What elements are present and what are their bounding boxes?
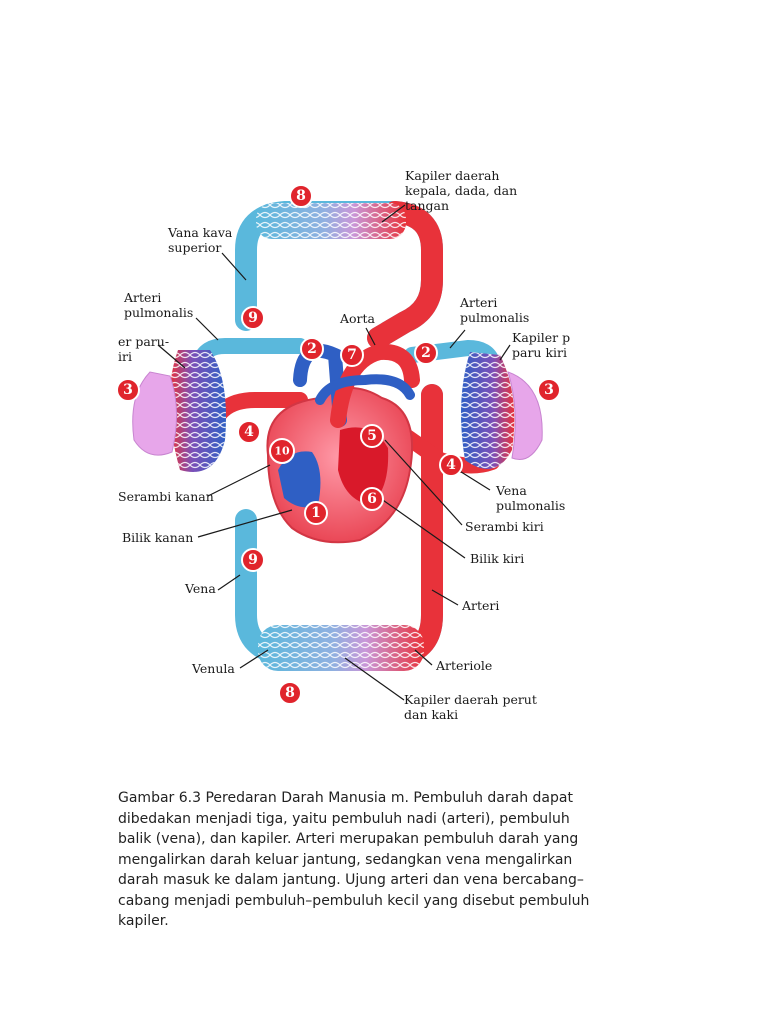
label-kapiler-paru-right: Kapiler p paru kiri — [512, 330, 574, 360]
marker-3-left: 3 — [116, 378, 140, 402]
marker-3-right: 3 — [537, 378, 561, 402]
label-bilik-kiri: Bilik kiri — [470, 551, 524, 566]
right-pulmonary-circuit — [382, 339, 543, 474]
label-arteri-pulmonalis-left: Arteri pulmonalis — [123, 290, 193, 320]
label-bilik-kanan: Bilik kanan — [122, 530, 193, 545]
label-vena: Vena — [184, 581, 216, 596]
svg-text:2: 2 — [421, 345, 431, 361]
circulatory-system-diagram: Kapiler daerah kepala, dada, dan tangan … — [116, 168, 574, 722]
marker-2-right: 2 — [414, 341, 438, 365]
svg-text:9: 9 — [248, 552, 258, 568]
label-serambi-kanan: Serambi kanan — [118, 489, 214, 504]
label-arteriole: Arteriole — [435, 658, 492, 673]
svg-text:9: 9 — [248, 310, 258, 326]
svg-text:8: 8 — [296, 188, 306, 204]
label-serambi-kiri: Serambi kiri — [465, 519, 544, 534]
marker-7: 7 — [340, 343, 364, 367]
marker-4-right: 4 — [439, 453, 463, 477]
left-pulmonary-circuit — [132, 338, 308, 472]
marker-8-top: 8 — [289, 184, 313, 208]
svg-text:6: 6 — [367, 491, 377, 507]
svg-text:3: 3 — [123, 382, 133, 398]
label-arteri-pulmonalis-right: Arteri pulmonalis — [459, 295, 529, 325]
upper-circulation-loop — [235, 201, 443, 349]
svg-text:1: 1 — [311, 505, 321, 521]
marker-6: 6 — [360, 487, 384, 511]
marker-8-bottom: 8 — [278, 681, 302, 705]
svg-text:4: 4 — [446, 457, 456, 473]
label-kapiler-paru-left: er paru- iri — [118, 334, 173, 364]
label-vena-pulmonalis: Vena pulmonalis — [495, 483, 565, 513]
marker-9-top: 9 — [241, 306, 265, 330]
svg-text:2: 2 — [307, 341, 317, 357]
svg-text:7: 7 — [347, 347, 357, 363]
svg-text:4: 4 — [244, 424, 254, 440]
figure-caption: Gambar 6.3 Peredaran Darah Manusia m. Pe… — [118, 790, 590, 929]
marker-10: 10 — [269, 438, 295, 464]
lower-circulation-loop — [235, 384, 443, 671]
marker-5: 5 — [360, 424, 384, 448]
svg-text:8: 8 — [285, 685, 295, 701]
marker-1: 1 — [304, 501, 328, 525]
label-kapiler-kepala: Kapiler daerah kepala, dada, dan tangan — [405, 168, 521, 213]
marker-9-bottom: 9 — [241, 548, 265, 572]
label-venula: Venula — [191, 661, 235, 676]
marker-4-left: 4 — [237, 420, 261, 444]
label-aorta: Aorta — [339, 311, 376, 326]
label-vena-kava: Vana kava superior — [167, 225, 236, 255]
svg-text:10: 10 — [274, 445, 290, 458]
svg-text:5: 5 — [367, 428, 377, 444]
label-kapiler-perut: Kapiler daerah perut dan kaki — [404, 692, 541, 722]
svg-text:3: 3 — [544, 382, 554, 398]
leader-lines — [157, 204, 511, 701]
label-arteri: Arteri — [461, 598, 499, 613]
marker-2-left: 2 — [300, 337, 324, 361]
